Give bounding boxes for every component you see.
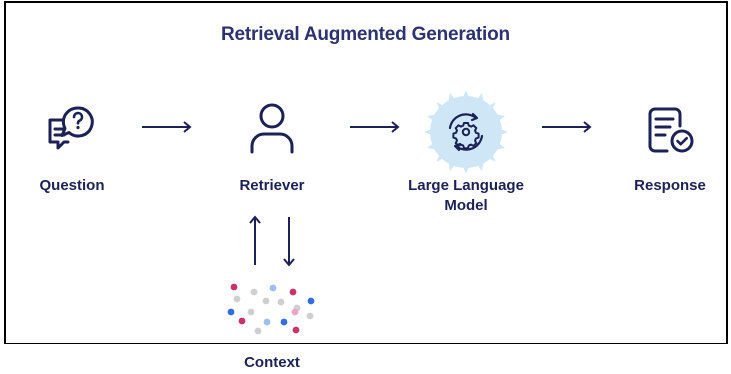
node-label-retriever: Retriever [239, 177, 305, 194]
arrow-up-icon [248, 215, 262, 267]
dots-cluster-icon [222, 280, 322, 340]
node-label-llm-line2: Model [444, 197, 488, 214]
document-check-icon [646, 106, 696, 156]
node-label-context: Context [244, 354, 300, 371]
gear-badge-icon [420, 86, 512, 178]
node-label-llm: Large Language Model [396, 176, 536, 216]
arrow-right-icon [349, 120, 401, 134]
diagram-title: Retrieval Augmented Generation [221, 24, 510, 45]
node-label-question: Question [39, 177, 105, 194]
node-label-llm-line1: Large Language [408, 177, 524, 194]
arrow-right-icon [141, 120, 193, 134]
person-icon [246, 102, 298, 154]
arrow-down-icon [282, 215, 296, 267]
chat-question-icon [46, 104, 100, 154]
frame-bottom-cut [4, 344, 728, 374]
arrow-right-icon [541, 120, 593, 134]
diagram-frame [4, 1, 728, 345]
node-label-response: Response [634, 177, 706, 194]
